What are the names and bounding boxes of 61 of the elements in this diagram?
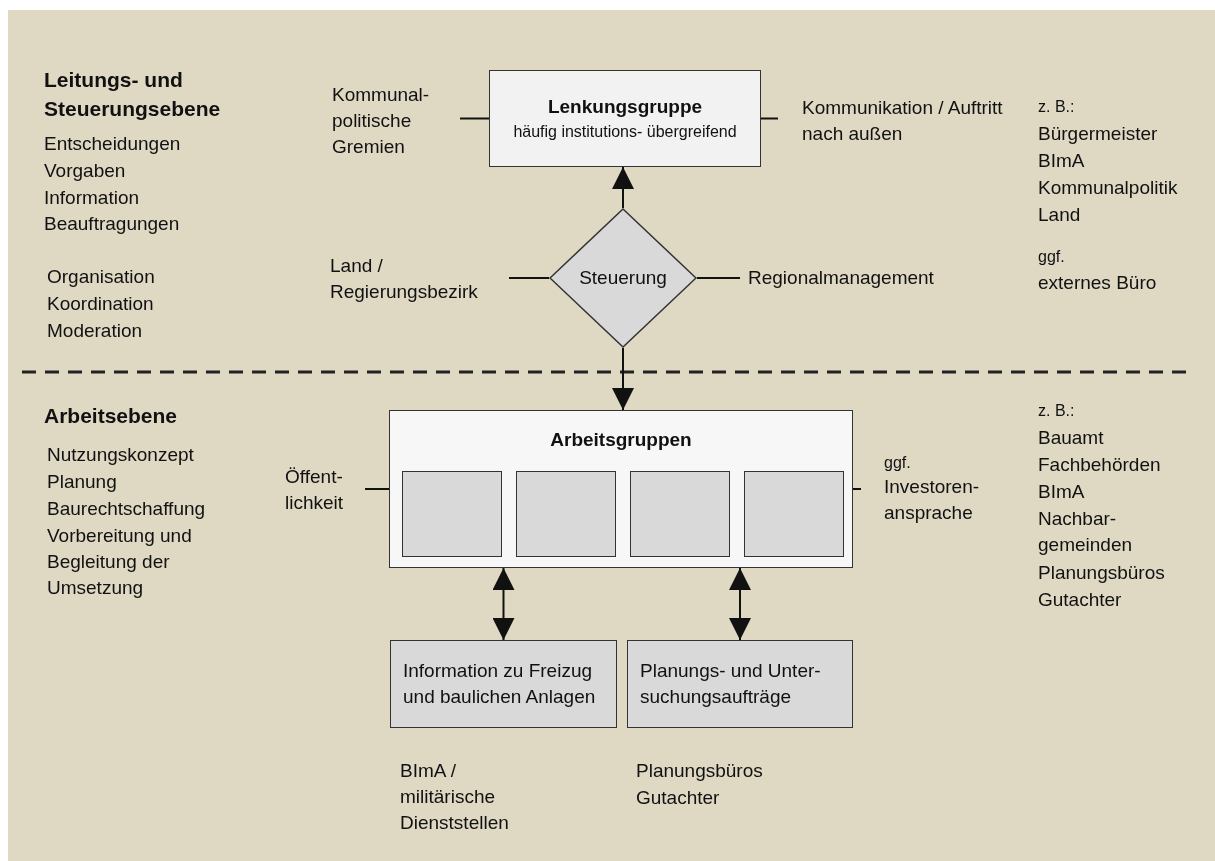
note-text: z. B.: [1038,401,1075,421]
level-heading: Leitungs- und Steuerungsebene [44,67,222,122]
process-box [390,640,617,728]
list-item: Planung [47,470,117,494]
empty-box [630,471,730,557]
connector-line [696,277,741,279]
empty-box [516,471,616,557]
list-item: Fachbehörden [1038,453,1161,477]
list-item: BImA [1038,149,1085,173]
arrow [612,347,634,411]
list-item: Planungsbüros [636,759,763,783]
level-heading: Arbeitsebene [44,403,178,429]
node-text: Regionalmanagement [748,266,935,290]
arrow [729,567,751,641]
list-item: Bauamt [1038,426,1104,450]
list-item: Kommunalpolitik [1038,176,1178,200]
list-item: Planungsbüros [1038,561,1165,585]
connector-line [508,277,550,279]
node-text: Steuerung [579,265,667,290]
connector-line [364,488,390,490]
list-item: Koordination [47,292,154,316]
node-text: Information zu Freizug und baulichen Anlagen [403,658,597,709]
list-item: Bürgermeister [1038,122,1158,146]
list-item: Entscheidungen [44,132,181,156]
list-item: Gutachter [636,786,720,810]
list-item: Gutachter [1038,588,1122,612]
list-item: Nutzungskonzept [47,443,194,467]
node-text: Land / Regierungsbezirk [330,254,479,305]
list-item: BImA [1038,480,1085,504]
node-text: Investoren- ansprache [884,475,981,526]
node-text: ggf. [884,453,912,473]
note-text: ggf. [1038,247,1065,267]
connector-line [760,117,779,120]
empty-box [744,471,844,557]
list-item: Land [1038,203,1081,227]
note-text: z. B.: [1038,97,1075,117]
node-text: Öffent- lichkeit [285,465,345,516]
node-text: Kommunikation / Auftritt nach außen [802,96,1003,147]
connector-line [459,117,490,120]
connector-line [852,488,862,490]
node-text: Kommunal- politische Gremien [332,83,431,160]
list-item: Nachbar- gemeinden [1038,507,1134,558]
list-item: Vorbereitung und Begleitung der Umsetzung [47,524,193,601]
arrow [492,567,515,641]
list-item: BImA / militärische Dienststellen [400,759,510,836]
empty-box [402,471,502,557]
list-item: Vorgaben [44,159,126,183]
list-item: Baurechtschaffung [47,497,206,521]
process-box [389,410,853,568]
node-title: Arbeitsgruppen [550,428,692,452]
process-box [489,70,761,167]
list-item: Information [44,186,140,210]
arrow [612,166,634,209]
node-text: häufig institutions- übergreifend [513,121,737,142]
node-title: Lenkungsgruppe [547,95,703,120]
list-item: externes Büro [1038,271,1157,295]
list-item: Organisation [47,265,155,289]
list-item: Moderation [47,319,143,343]
node-text: Planungs- und Unter- suchungsaufträge [640,658,822,709]
process-box [627,640,853,728]
list-item: Beauftragungen [44,212,180,236]
